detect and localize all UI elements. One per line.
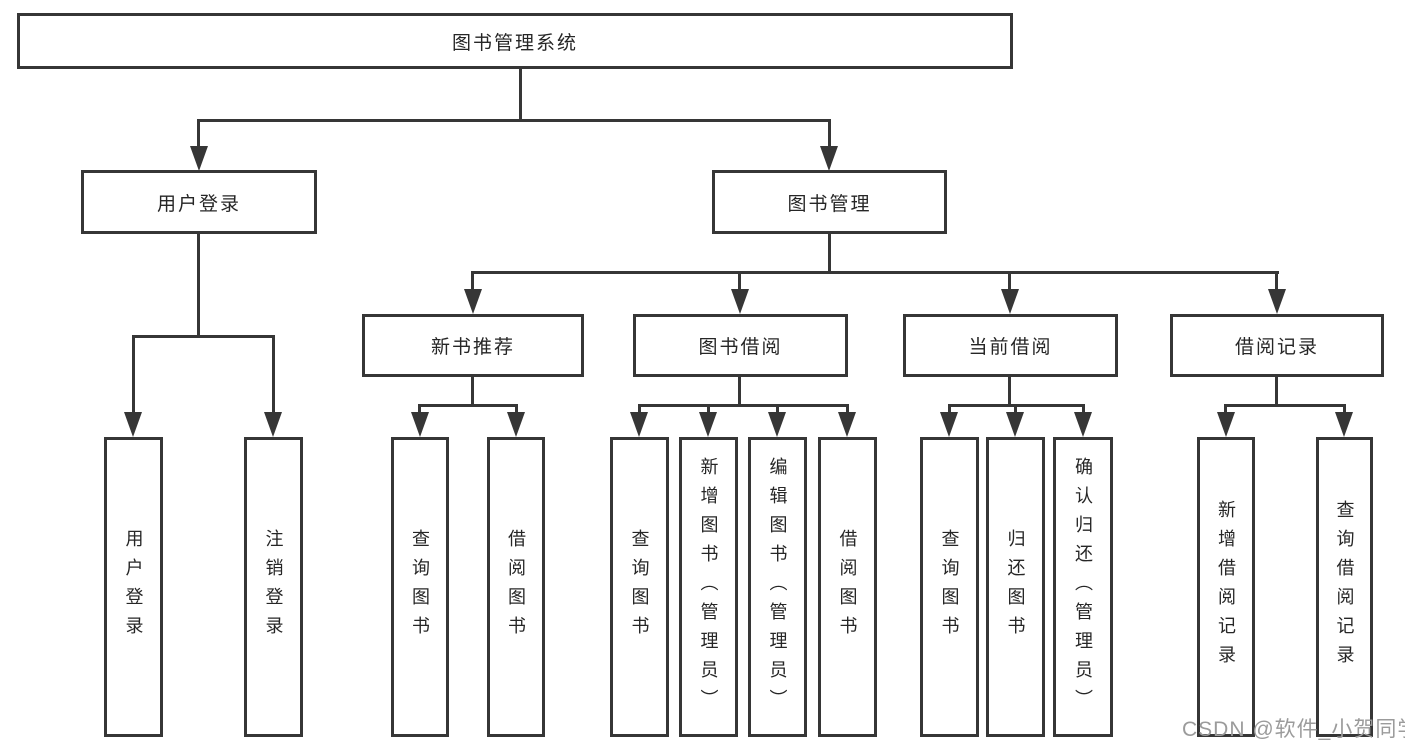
connector-arrow-shaft-e1	[1224, 404, 1227, 412]
leaf-newbook-query-book: 查询图书	[391, 437, 449, 737]
leaf-borrow-borrow-book-label: 借阅图书	[837, 529, 858, 645]
connector-new-book-bar	[418, 404, 518, 407]
node-borrow-record-label: 借阅记录	[1234, 337, 1319, 358]
connector-arrow-shaft-b1	[418, 404, 421, 412]
connector-root-stub	[519, 69, 522, 119]
leaf-record-add-record-label: 新增借阅记录	[1216, 500, 1236, 674]
leaf-borrow-query-book-label: 查询图书	[629, 529, 650, 645]
arrow-icon-d1	[940, 412, 958, 437]
node-current-borrow-label: 当前借阅	[968, 337, 1053, 358]
node-new-book-recommend: 新书推荐	[362, 314, 584, 377]
connector-arrow-shaft-d2	[1014, 404, 1017, 412]
arrow-icon-leaf-logout	[264, 412, 282, 437]
leaf-user-login: 用户登录	[104, 437, 163, 737]
leaf-borrow-edit-book-admin: 编辑图书（管理员）	[748, 437, 807, 737]
node-current-borrow: 当前借阅	[903, 314, 1118, 377]
node-book-management: 图书管理	[712, 170, 947, 234]
node-root-label: 图书管理系统	[451, 32, 578, 54]
arrow-icon-d3	[1074, 412, 1092, 437]
leaf-newbook-borrow-book-label: 借阅图书	[506, 529, 526, 645]
connector-arrow-shaft-new-book	[471, 271, 474, 289]
connector-arrow-shaft-d3	[1082, 404, 1085, 412]
connector-new-book-stub	[471, 377, 474, 407]
leaf-borrow-borrow-book: 借阅图书	[818, 437, 877, 737]
arrow-icon-e2	[1335, 412, 1353, 437]
leaf-current-return-book-label: 归还图书	[1005, 529, 1026, 645]
arrow-icon-book-borrow	[731, 289, 749, 314]
arrow-icon-borrow-record	[1268, 289, 1286, 314]
arrow-icon-b2	[507, 412, 525, 437]
connector-user-login-stub	[197, 234, 200, 338]
connector-level2-bar	[197, 119, 831, 122]
csdn-watermark: CSDN @软件_小贺同学	[1182, 718, 1405, 741]
leaf-borrow-edit-book-admin-label: 编辑图书（管理员）	[767, 456, 788, 718]
node-book-management-label: 图书管理	[787, 193, 872, 215]
arrow-icon-c2	[699, 412, 717, 437]
node-root-library-system: 图书管理系统	[17, 13, 1013, 69]
leaf-newbook-query-book-label: 查询图书	[410, 529, 430, 645]
connector-user-login-bar	[132, 335, 275, 338]
leaf-current-confirm-return-admin: 确认归还（管理员）	[1053, 437, 1113, 737]
arrow-icon-user-login	[190, 146, 208, 171]
connector-book-borrow-stub	[738, 377, 741, 407]
leaf-borrow-query-book: 查询图书	[610, 437, 669, 737]
leaf-current-query-book: 查询图书	[920, 437, 979, 737]
connector-arrow-shaft-borrow-record	[1275, 271, 1278, 289]
leaf-record-add-record: 新增借阅记录	[1197, 437, 1255, 737]
connector-book-mgmt-stub	[828, 234, 831, 274]
arrow-icon-leaf-login	[124, 412, 142, 437]
connector-arrow-shaft-book-borrow	[738, 271, 741, 289]
node-user-login: 用户登录	[81, 170, 317, 234]
arrow-icon-book-mgmt	[820, 146, 838, 171]
leaf-logout-label: 注销登录	[263, 529, 284, 645]
leaf-user-login-label: 用户登录	[123, 529, 144, 645]
connector-arrow-shaft-c1	[638, 404, 641, 412]
connector-arrow-shaft-leaf-logout	[272, 335, 275, 412]
connector-arrow-shaft-d1	[948, 404, 951, 412]
arrow-icon-d2	[1006, 412, 1024, 437]
leaf-current-query-book-label: 查询图书	[939, 529, 960, 645]
connector-arrow-shaft-c4	[846, 404, 849, 412]
node-book-borrow-label: 图书借阅	[698, 337, 783, 358]
node-user-login-label: 用户登录	[156, 193, 241, 215]
arrow-icon-new-book	[464, 289, 482, 314]
connector-arrow-shaft-e2	[1343, 404, 1346, 412]
connector-borrow-record-bar	[1224, 404, 1346, 407]
node-new-book-recommend-label: 新书推荐	[430, 337, 515, 358]
leaf-record-query-record: 查询借阅记录	[1316, 437, 1373, 737]
arrow-icon-current-borrow	[1001, 289, 1019, 314]
arrow-icon-c3	[768, 412, 786, 437]
arrow-icon-c4	[838, 412, 856, 437]
connector-arrow-shaft-c3	[776, 404, 779, 412]
node-book-borrow: 图书借阅	[633, 314, 848, 377]
node-borrow-record: 借阅记录	[1170, 314, 1384, 377]
connector-arrow-shaft-b2	[515, 404, 518, 412]
connector-arrow-shaft-leaf-login	[132, 335, 135, 412]
leaf-current-confirm-return-admin-label: 确认归还（管理员）	[1073, 456, 1093, 718]
leaf-logout: 注销登录	[244, 437, 303, 737]
connector-book-borrow-bar	[638, 404, 849, 407]
leaf-newbook-borrow-book: 借阅图书	[487, 437, 545, 737]
leaf-borrow-add-book-admin-label: 新增图书（管理员）	[698, 456, 719, 718]
arrow-icon-b1	[411, 412, 429, 437]
arrow-icon-e1	[1217, 412, 1235, 437]
connector-arrow-shaft-user-login	[197, 119, 200, 146]
connector-level3-bar	[471, 271, 1279, 274]
arrow-icon-c1	[630, 412, 648, 437]
connector-arrow-shaft-c2	[707, 404, 710, 412]
connector-arrow-shaft-current-borrow	[1008, 271, 1011, 289]
leaf-record-query-record-label: 查询借阅记录	[1334, 500, 1355, 674]
leaf-borrow-add-book-admin: 新增图书（管理员）	[679, 437, 738, 737]
connector-current-borrow-stub	[1008, 377, 1011, 407]
connector-borrow-record-stub	[1275, 377, 1278, 407]
connector-arrow-shaft-book-mgmt	[828, 119, 831, 146]
leaf-current-return-book: 归还图书	[986, 437, 1045, 737]
